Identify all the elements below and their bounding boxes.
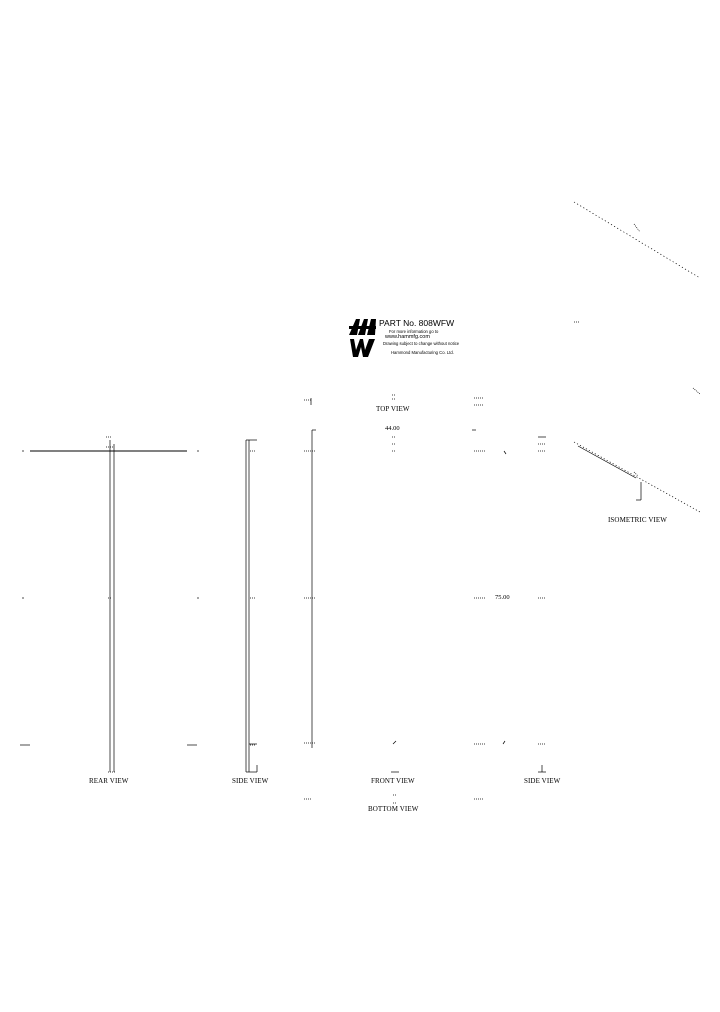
- bottom-view-geometry: [304, 794, 484, 804]
- dimension-width: 44.00: [385, 425, 400, 432]
- side-view-left-title: SIDE VIEW: [232, 777, 269, 785]
- dimension-height: 75.00: [495, 594, 510, 601]
- company-name: Hammond Manufacturing Co. Ltd.: [391, 349, 454, 355]
- side-view-right-geometry: [538, 436, 546, 773]
- side-view-right-title: SIDE VIEW: [524, 777, 561, 785]
- top-view-title: TOP VIEW: [376, 405, 410, 413]
- isometric-view-geometry: [573, 201, 701, 513]
- isometric-view-title: ISOMETRIC VIEW: [608, 516, 668, 524]
- disclaimer-text: Drawing subject to change without notice: [383, 340, 460, 346]
- website-link[interactable]: www.hammfg.com: [385, 333, 430, 340]
- top-view-geometry: [304, 394, 484, 406]
- side-view-left-geometry: [245, 439, 258, 773]
- bottom-view-title: BOTTOM VIEW: [368, 805, 419, 813]
- rear-view-geometry: [20, 436, 199, 773]
- hammond-logo-icon: [349, 319, 376, 357]
- part-number: PART No. 808WFW: [379, 318, 455, 328]
- rear-view-title: REAR VIEW: [89, 777, 129, 785]
- front-view-geometry: [304, 429, 507, 773]
- title-block: PART No. 808WFW For more information go …: [379, 319, 459, 355]
- info-line: For more information go to: [389, 328, 439, 334]
- front-view-title: FRONT VIEW: [371, 777, 415, 785]
